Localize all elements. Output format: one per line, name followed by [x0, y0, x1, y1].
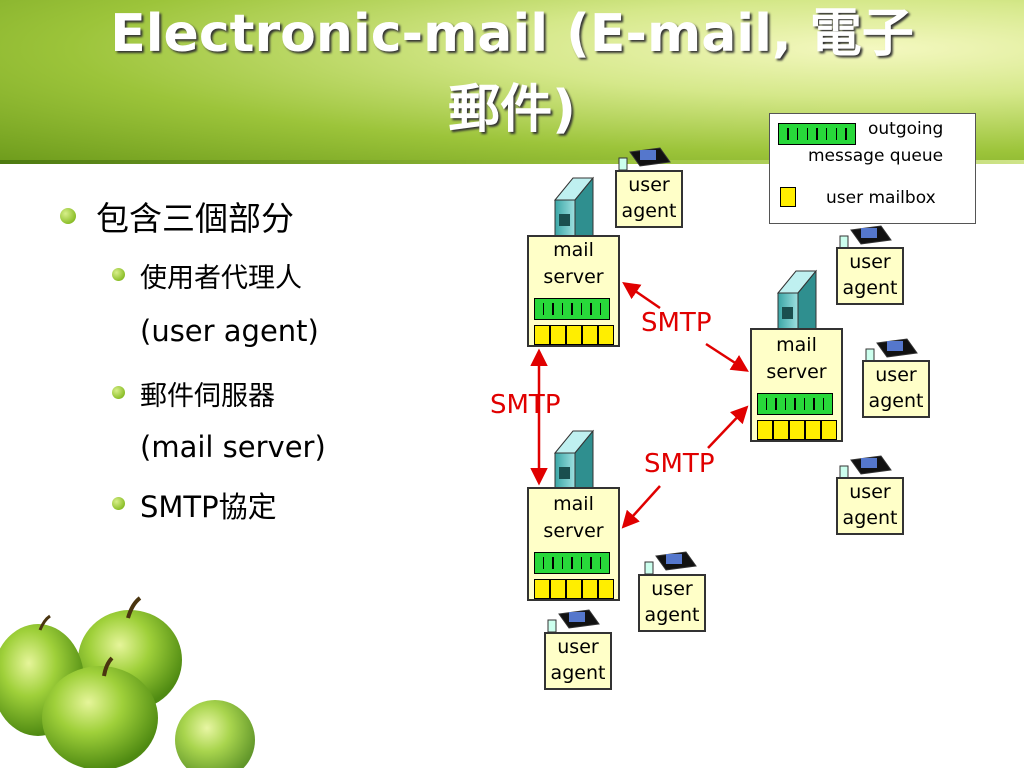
smtp-arrow-top-left — [622, 282, 661, 310]
banner-divider — [0, 160, 1024, 164]
legend-mailbox-label: user mailbox — [826, 188, 936, 208]
mail-server-top: mail server — [527, 235, 620, 347]
agent-label-2: agent — [842, 507, 898, 529]
agent-label-2: agent — [550, 662, 606, 684]
user-mailbox — [789, 420, 805, 440]
smtp-label-bottom: SMTP — [644, 449, 715, 479]
user-mailbox — [757, 420, 773, 440]
outgoing-queue — [534, 552, 610, 574]
legend-box: outgoing message queue user mailbox — [769, 113, 976, 224]
bullet-mail-server-cn: 郵件伺服器 — [140, 381, 275, 412]
agent-label-1: user — [849, 481, 891, 503]
smtp-arrow-top-right — [705, 342, 749, 372]
agent-label-1: user — [875, 364, 917, 386]
server-label-2: server — [543, 520, 604, 542]
server-tower-icon — [553, 176, 595, 237]
computer-icon — [644, 551, 697, 575]
user-mailbox — [550, 579, 566, 599]
legend-queue-icon — [778, 123, 856, 145]
computer-icon — [839, 225, 892, 249]
computer-icon — [547, 609, 600, 633]
user-mailbox — [805, 420, 821, 440]
outgoing-queue — [534, 298, 610, 320]
slide-title: Electronic-mail (E-mail, 電子 郵件) — [0, 0, 1024, 148]
title-line-1: Electronic-mail (E-mail, 電子 — [110, 4, 914, 64]
server-label-1: mail — [776, 334, 817, 356]
server-tower-icon — [553, 429, 595, 490]
bullet-main: 包含三個部分 — [96, 199, 294, 238]
agent-label-1: user — [849, 251, 891, 273]
user-mailbox — [566, 325, 582, 345]
user-agent-2: user agent — [836, 247, 904, 305]
smtp-label-top: SMTP — [641, 308, 712, 338]
user-mailbox — [598, 325, 614, 345]
user-mailbox — [598, 579, 614, 599]
computer-icon — [839, 455, 892, 479]
outgoing-queue — [757, 393, 833, 415]
agent-label-2: agent — [868, 390, 924, 412]
user-mailbox — [582, 325, 598, 345]
smtp-label-left: SMTP — [490, 390, 561, 420]
user-mailbox — [534, 325, 550, 345]
user-agent-1: user agent — [615, 170, 683, 228]
mail-server-right: mail server — [750, 328, 843, 442]
legend-queue-label-1: outgoing — [868, 119, 944, 139]
smtp-arrow-bottom-left — [621, 485, 661, 529]
bullet-dot — [112, 497, 125, 510]
user-mailbox — [550, 325, 566, 345]
user-agent-3: user agent — [862, 360, 930, 418]
bullet-smtp: SMTP協定 — [140, 490, 277, 524]
server-tower-icon — [776, 269, 818, 330]
user-mailbox — [773, 420, 789, 440]
computer-icon — [865, 338, 918, 362]
server-label-1: mail — [553, 239, 594, 261]
legend-queue-label-2: message queue — [808, 146, 944, 166]
server-label-1: mail — [553, 493, 594, 515]
smtp-arrow-bottom-right — [707, 405, 749, 449]
bullet-dot — [60, 208, 76, 224]
legend-mailbox-icon — [780, 187, 796, 207]
user-agent-4: user agent — [836, 477, 904, 535]
agent-label-1: user — [557, 636, 599, 658]
user-agent-6: user agent — [544, 632, 612, 690]
mail-server-bottom: mail server — [527, 487, 620, 601]
user-agent-5: user agent — [638, 574, 706, 632]
bullet-dot — [112, 268, 125, 281]
user-mailbox — [582, 579, 598, 599]
agent-label-1: user — [651, 578, 693, 600]
agent-label-2: agent — [621, 200, 677, 222]
server-label-2: server — [766, 361, 827, 383]
user-mailbox — [821, 420, 837, 440]
agent-label-1: user — [628, 174, 670, 196]
bullet-user-agent-cn: 使用者代理人 — [140, 263, 302, 294]
computer-icon — [618, 147, 671, 171]
title-line-2: 郵件) — [448, 80, 576, 140]
user-mailbox — [534, 579, 550, 599]
server-label-2: server — [543, 266, 604, 288]
apples-illustration — [0, 596, 255, 768]
agent-label-2: agent — [842, 277, 898, 299]
user-mailbox — [566, 579, 582, 599]
bullet-mail-server-en: (mail server) — [140, 430, 326, 464]
bullet-dot — [112, 386, 125, 399]
bullet-user-agent-en: (user agent) — [140, 314, 319, 348]
agent-label-2: agent — [644, 604, 700, 626]
